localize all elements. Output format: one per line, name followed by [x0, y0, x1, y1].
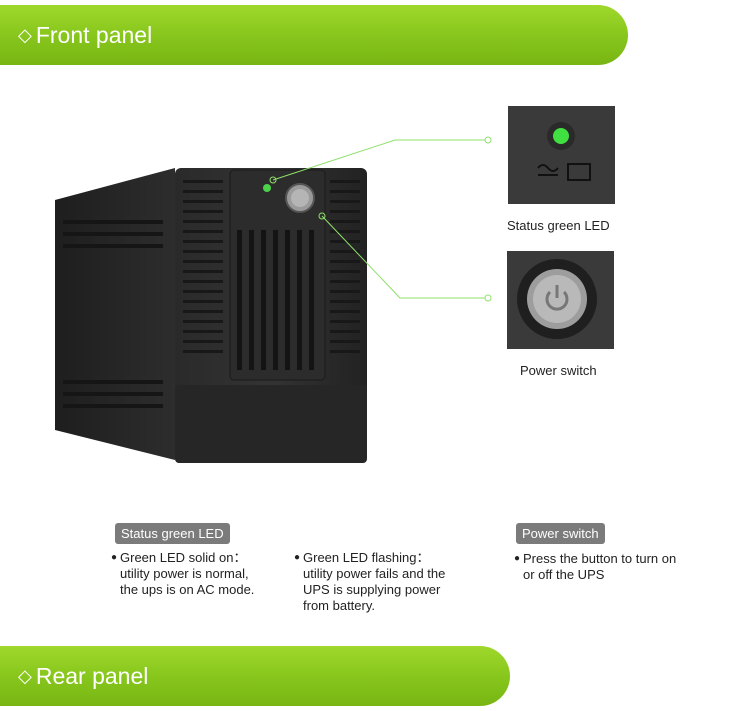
ups-device-image [45, 160, 375, 470]
power-caption: Power switch [520, 363, 597, 378]
front-panel-title: Front panel [35, 21, 153, 48]
note-line: Press the button to turn on [523, 551, 677, 566]
bullet-icon: ● [514, 553, 521, 564]
note-line: the ups is on AC mode. [120, 582, 255, 597]
note-line: utility power fails and the [303, 566, 446, 581]
note-line: Green LED solid on： [120, 550, 247, 565]
led-section-tag: Status green LED [115, 523, 230, 544]
rear-panel-banner: ◇ Rear panel [0, 646, 510, 706]
power-switch-closeup-image [507, 251, 614, 349]
note-line: utility power is normal, [120, 566, 249, 581]
diamond-icon: ◇ [18, 24, 32, 45]
note-line: Green LED flashing： [303, 550, 430, 565]
front-panel-banner: ◇ Front panel [0, 5, 628, 65]
bullet-icon: ● [111, 552, 118, 563]
note-line: UPS is supplying power [303, 582, 441, 597]
diamond-icon: ◇ [18, 665, 32, 686]
note-line: from battery. [303, 598, 376, 613]
note-line: or off the UPS [523, 567, 605, 582]
led-flashing-note: ● Green LED flashing： utility power fail… [294, 550, 483, 614]
bullet-icon: ● [294, 552, 301, 563]
led-closeup-image [508, 106, 615, 204]
led-solid-note: ● Green LED solid on： utility power is n… [111, 550, 290, 598]
power-section-tag: Power switch [516, 523, 605, 544]
led-caption: Status green LED [507, 218, 610, 233]
power-switch-note: ● Press the button to turn on or off the… [514, 551, 723, 583]
rear-panel-title: Rear panel [35, 662, 149, 689]
